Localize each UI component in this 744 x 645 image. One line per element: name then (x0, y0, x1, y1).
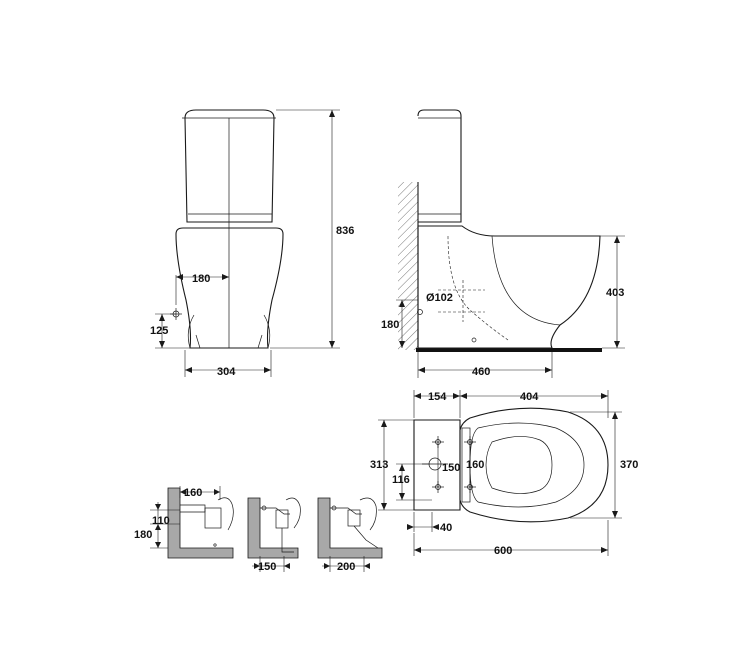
connection-detail-2: 150 (247, 497, 301, 573)
top-hole-spacing-label: 150 (442, 462, 460, 474)
top-view: 154 404 313 150 160 370 116 40 600 (370, 390, 638, 557)
connection-detail-1: 160 110 180 (134, 486, 234, 559)
top-width-label: 370 (620, 459, 638, 471)
top-tank-depth-label: 154 (428, 391, 447, 403)
top-hole-offset-label: 116 (392, 474, 410, 486)
detail-1-height-label: 180 (134, 529, 152, 541)
floor-slab (416, 348, 602, 352)
front-outlet-offset-label: 180 (192, 273, 210, 285)
top-bowl-length-label: 404 (520, 391, 539, 403)
side-depth-label: 460 (472, 366, 490, 378)
detail-1-depth-label: 160 (184, 487, 202, 499)
side-view: Ø102 403 180 460 (381, 109, 625, 378)
top-seat-spacing-label: 160 (466, 459, 484, 471)
detail-3-offset-label: 200 (337, 561, 355, 573)
wall-hatch (398, 182, 418, 350)
connection-detail-3: 200 (317, 497, 383, 573)
top-tank-width-label: 313 (370, 459, 388, 471)
front-base-width-label: 304 (217, 366, 236, 378)
side-outlet-diameter-label: Ø102 (426, 292, 453, 304)
side-seat-height-label: 403 (606, 287, 624, 299)
front-view: 836 180 125 304 (150, 109, 354, 378)
side-outlet-height-label: 180 (381, 319, 399, 331)
top-overall-length-label: 600 (494, 545, 512, 557)
front-height-label: 836 (336, 225, 354, 237)
top-wall-gap-label: 40 (440, 522, 452, 534)
detail-1-pipe-label: 110 (152, 515, 170, 527)
front-outlet-height-label: 125 (150, 325, 168, 337)
detail-2-offset-label: 150 (258, 561, 276, 573)
